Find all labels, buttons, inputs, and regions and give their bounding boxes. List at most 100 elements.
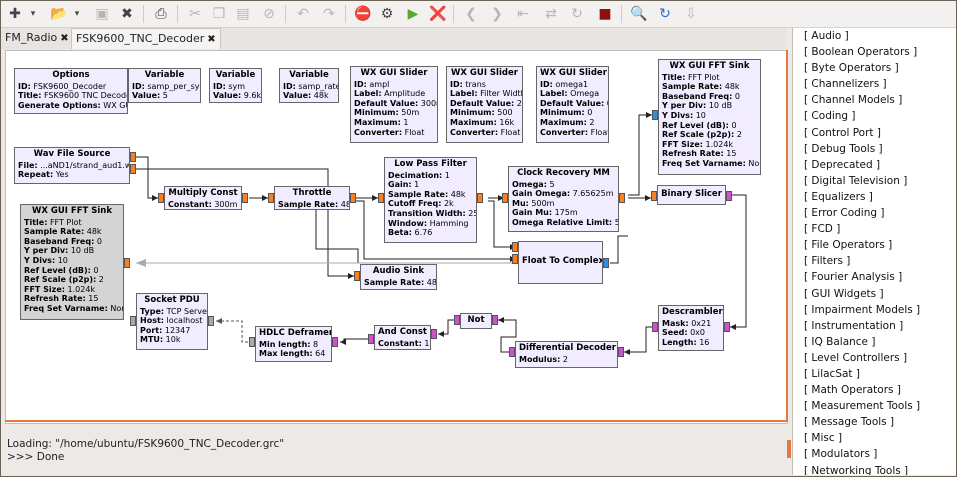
generate-icon[interactable]: ⚙: [380, 6, 394, 22]
category-item[interactable]: [ Coding ]: [804, 110, 856, 123]
category-item[interactable]: [ Audio ]: [804, 30, 849, 42]
tab-fm-radio[interactable]: FM_Radio✖: [1, 28, 73, 48]
block-slider-ampl[interactable]: WX GUI Slider ID: ampl Label: Amplitude …: [350, 66, 438, 143]
category-item[interactable]: [ Deprecated ]: [804, 158, 881, 171]
category-item[interactable]: [ Filters ]: [804, 255, 851, 268]
block-variable-sym[interactable]: Variable ID: sym Value: 9.6k: [209, 68, 262, 103]
category-item[interactable]: [ LilacSat ]: [804, 367, 860, 380]
category-item[interactable]: [ Modulators ]: [804, 448, 878, 461]
block-binary-slicer[interactable]: Binary Slicer: [657, 185, 726, 205]
open-dropdown-icon[interactable]: ▾: [74, 9, 80, 19]
console-scrollbar[interactable]: [787, 440, 791, 458]
block-fft-sink-left[interactable]: WX GUI FFT Sink Title: FFT Plot Sample R…: [20, 204, 124, 320]
category-item[interactable]: [ Control Port ]: [804, 126, 881, 139]
category-item[interactable]: [ Level Controllers ]: [804, 351, 908, 364]
port-out[interactable]: [619, 193, 625, 203]
port-in[interactable]: [268, 193, 274, 203]
close-icon[interactable]: ✖: [207, 34, 216, 45]
port-out[interactable]: [368, 334, 374, 344]
port-out[interactable]: [454, 315, 460, 325]
port-out[interactable]: [242, 193, 248, 203]
category-item[interactable]: [ GUI Widgets ]: [804, 287, 884, 300]
print-icon[interactable]: ⎙: [155, 6, 167, 22]
cut-icon[interactable]: ✂: [189, 6, 201, 22]
port-out[interactable]: [726, 191, 732, 201]
category-item[interactable]: [ IQ Balance ]: [804, 335, 876, 348]
block-socket-pdu[interactable]: Socket PDU Type: TCP Server Host: localh…: [136, 293, 208, 350]
back-icon[interactable]: ❮: [465, 6, 477, 22]
port-out[interactable]: [477, 193, 483, 203]
category-item[interactable]: [ Networking Tools ]: [804, 464, 909, 475]
category-item[interactable]: [ Fourier Analysis ]: [804, 271, 903, 284]
block-slider-omega1[interactable]: WX GUI Slider ID: omega1 Label: Omega De…: [536, 66, 609, 143]
category-item[interactable]: [ Message Tools ]: [804, 416, 895, 429]
category-item[interactable]: [ FCD ]: [804, 223, 841, 236]
category-item[interactable]: [ Measurement Tools ]: [804, 400, 921, 413]
port-in[interactable]: [378, 193, 384, 203]
flowgraph-canvas[interactable]: Options ID: FSK9600_Decoder Title: FSK96…: [5, 50, 788, 424]
block-throttle[interactable]: Throttle Sample Rate: 48k: [274, 186, 350, 210]
category-item[interactable]: [ Instrumentation ]: [804, 319, 904, 332]
port-in[interactable]: [502, 193, 508, 203]
category-item[interactable]: [ Channel Models ]: [804, 94, 903, 107]
block-multiply-const[interactable]: Multiply Const Constant: 300m: [164, 186, 242, 210]
block-low-pass-filter[interactable]: Low Pass Filter Decimation: 1 Gain: 1 Sa…: [384, 157, 477, 243]
disable-icon[interactable]: ⛔: [354, 6, 372, 22]
port-in[interactable]: [512, 254, 518, 264]
port-out[interactable]: [603, 258, 609, 268]
port-in[interactable]: [651, 191, 657, 201]
port-in[interactable]: [332, 337, 338, 347]
block-variable-samp-rate[interactable]: Variable ID: samp_rate Value: 48k: [279, 68, 339, 103]
close-icon[interactable]: ✖: [60, 33, 69, 44]
port-out[interactable]: [130, 152, 136, 162]
undo-icon[interactable]: ↶: [297, 6, 309, 22]
port-out[interactable]: [208, 316, 214, 326]
settings-icon[interactable]: ⇩: [685, 6, 697, 22]
new-dropdown-icon[interactable]: ▾: [30, 9, 36, 19]
category-item[interactable]: [ Misc ]: [804, 432, 843, 445]
block-variable-samp-per-sym[interactable]: Variable ID: samp_per_sym Value: 5: [128, 68, 201, 103]
category-item[interactable]: [ Debug Tools ]: [804, 142, 883, 155]
block-audio-sink[interactable]: Audio Sink Sample Rate: 48k: [360, 264, 437, 290]
redo-icon[interactable]: ↷: [323, 6, 335, 22]
port-in[interactable]: [512, 242, 518, 252]
run-icon[interactable]: ▶: [407, 6, 419, 22]
port-in[interactable]: [618, 347, 624, 357]
horizontal-scrollbar[interactable]: [5, 420, 786, 422]
block-fft-sink-top[interactable]: WX GUI FFT Sink Title: FFT Plot Sample R…: [658, 59, 761, 175]
port-out[interactable]: [509, 347, 515, 357]
rotate-icon[interactable]: ⇤: [517, 6, 529, 22]
category-item[interactable]: [ File Operators ]: [804, 239, 893, 252]
block-slider-trans[interactable]: WX GUI Slider ID: trans Label: Filter Wi…: [446, 66, 523, 143]
paste-icon[interactable]: ▤: [236, 6, 250, 22]
port-in[interactable]: [130, 316, 136, 326]
reload-icon[interactable]: ↻: [571, 6, 583, 22]
port-in[interactable]: [431, 329, 437, 339]
delete-icon[interactable]: ⊘: [263, 6, 275, 22]
port-in[interactable]: [124, 258, 130, 268]
category-item[interactable]: [ Boolean Operators ]: [804, 46, 918, 59]
flip-icon[interactable]: ⇄: [545, 6, 557, 22]
tab-fsk9600-tnc-decoder[interactable]: FSK9600_TNC_Decoder✖: [71, 28, 221, 49]
block-hdlc-deframer[interactable]: HDLC Deframer Min length: 8 Max length: …: [255, 326, 332, 362]
category-item[interactable]: [ Channelizers ]: [804, 78, 887, 91]
port-in[interactable]: [158, 193, 164, 203]
block-not[interactable]: Not: [460, 313, 492, 329]
stop-icon[interactable]: ❌: [429, 6, 447, 22]
save-icon[interactable]: ▣: [95, 6, 109, 22]
open-icon[interactable]: 📂: [50, 6, 68, 22]
find-icon[interactable]: 🔍: [630, 6, 648, 22]
category-item[interactable]: [ Byte Operators ]: [804, 62, 899, 75]
port-in[interactable]: [724, 322, 730, 332]
refresh-icon[interactable]: ↻: [659, 6, 671, 22]
pane-divider[interactable]: [786, 50, 788, 422]
block-wav-file-source[interactable]: Wav File Source File: ...aND1/strand_aud…: [14, 147, 130, 184]
block-options[interactable]: Options ID: FSK9600_Decoder Title: FSK96…: [14, 68, 128, 114]
port-out[interactable]: [652, 322, 658, 332]
copy-icon[interactable]: ❐: [212, 6, 226, 22]
close-icon[interactable]: ✖: [121, 6, 133, 22]
port-in[interactable]: [492, 315, 498, 325]
port-out[interactable]: [350, 193, 356, 203]
block-differential-decoder[interactable]: Differential Decoder Modulus: 2: [515, 341, 618, 368]
find-block-icon[interactable]: ■: [598, 6, 612, 22]
